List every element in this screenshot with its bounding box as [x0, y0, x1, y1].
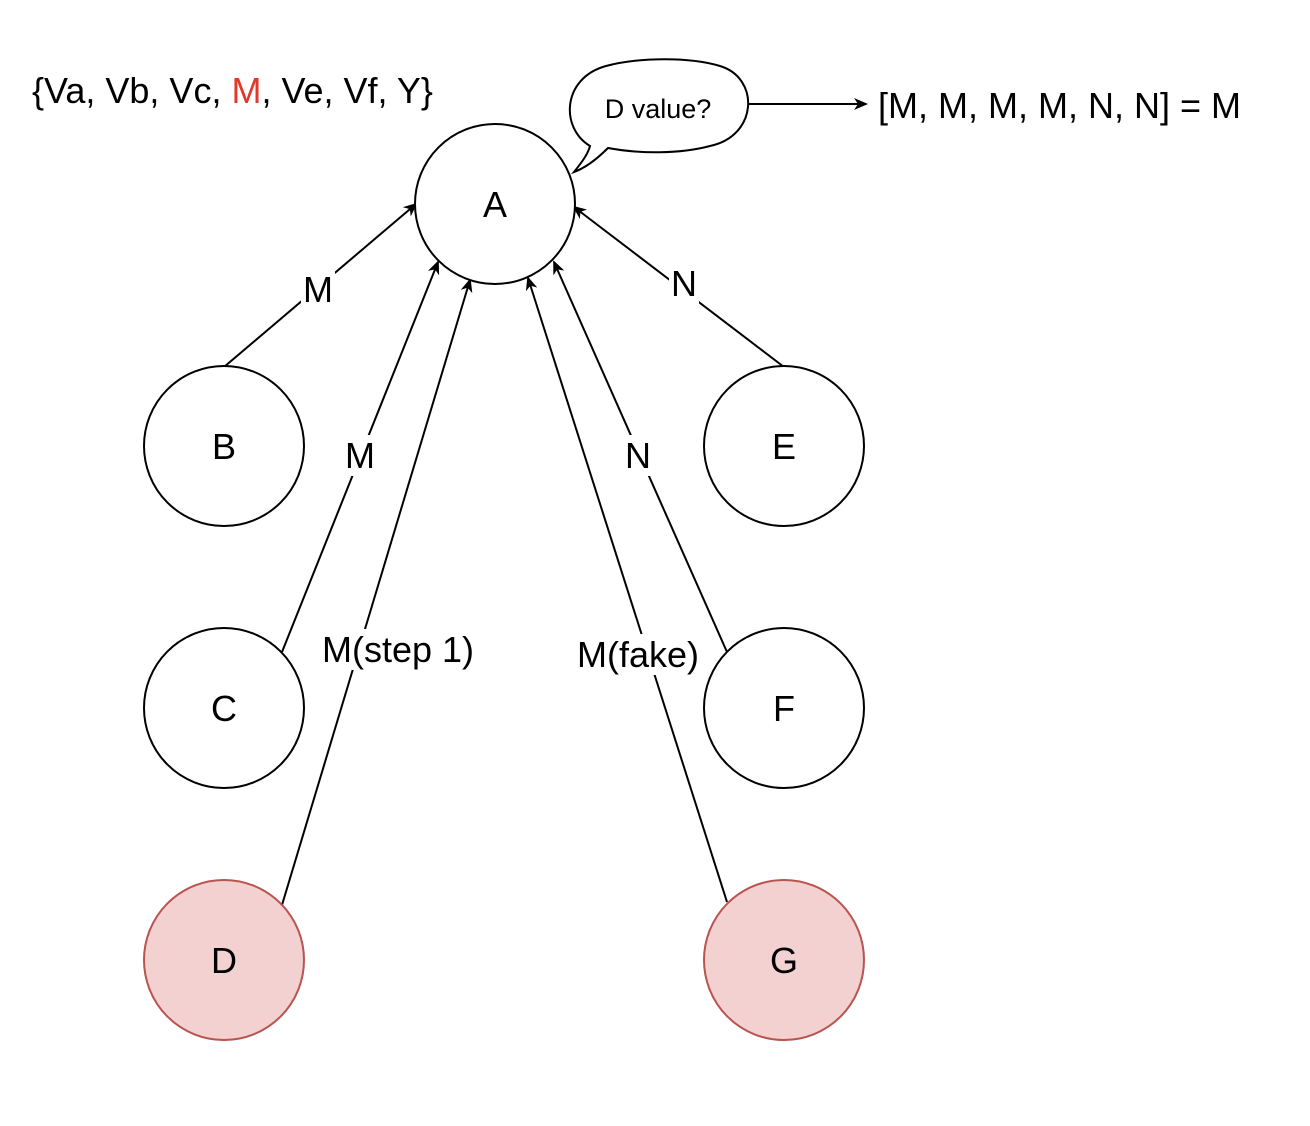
edge-label-c: M — [345, 435, 375, 476]
edge-label-background — [319, 629, 477, 670]
node-circle — [703, 627, 865, 789]
node-label: A — [483, 184, 507, 225]
node-label: B — [212, 426, 236, 467]
edge-label-background — [343, 435, 377, 476]
edge-labels: M M M(step 1) M(fake) N N — [301, 263, 702, 675]
edge-label-background — [669, 263, 699, 304]
edge-d-to-a — [281, 278, 473, 906]
edge-label-d: M(step 1) — [322, 629, 474, 670]
node-circle — [703, 365, 865, 527]
edge-g-to-a — [525, 276, 728, 903]
node-label: C — [211, 688, 237, 729]
node-e: E — [703, 365, 865, 527]
edge-label-background — [623, 435, 653, 476]
node-f: F — [703, 627, 865, 789]
edge-label-b: M — [303, 269, 333, 310]
node-a: A — [414, 123, 576, 285]
bubble-text: D value? — [605, 94, 712, 124]
edge-label-background — [574, 634, 702, 675]
node-circle — [703, 879, 865, 1041]
node-b: B — [143, 365, 305, 527]
edge-label-background — [301, 269, 335, 310]
speech-bubble: D value? — [568, 58, 750, 175]
nodes: A B C D E F G — [143, 123, 865, 1041]
node-label: G — [770, 940, 798, 981]
node-circle — [414, 123, 576, 285]
edge-label-g: M(fake) — [577, 634, 699, 675]
node-circle — [143, 879, 305, 1041]
node-c: C — [143, 627, 305, 789]
node-label: E — [772, 426, 796, 467]
result-text: [M, M, M, M, N, N] = M — [878, 85, 1241, 126]
node-circle — [143, 365, 305, 527]
node-label: D — [211, 940, 237, 981]
highlighted-value: M — [231, 70, 261, 111]
node-label: F — [773, 688, 795, 729]
node-g: G — [703, 879, 865, 1041]
edge-label-f: N — [625, 435, 651, 476]
edge-label-e: N — [671, 263, 697, 304]
node-circle — [143, 627, 305, 789]
value-set-text: {Va, Vb, Vc, M, Ve, Vf, Y} — [32, 70, 433, 111]
node-d: D — [143, 879, 305, 1041]
